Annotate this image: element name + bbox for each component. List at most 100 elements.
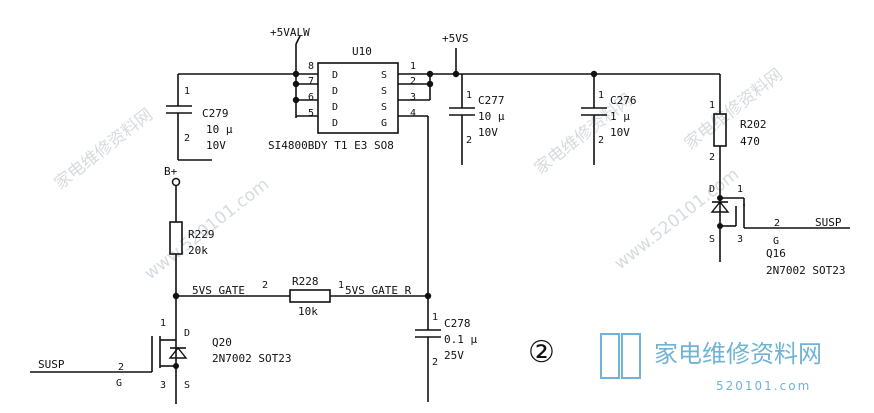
- c276-pin1: 1: [598, 90, 604, 101]
- q20-pin-d: 1: [160, 318, 166, 329]
- u10-pin-8-name: D: [332, 70, 338, 81]
- q20-s-label: S: [184, 380, 190, 391]
- junction-vin-2: [292, 80, 300, 88]
- q16-g-label: G: [773, 236, 779, 247]
- r229-ref: R229: [188, 228, 215, 241]
- u10-pin-3-name: S: [381, 102, 387, 113]
- r202-pin1: 1: [709, 100, 715, 111]
- q20-pin-s: 3: [160, 380, 166, 391]
- q20-g-label: G: [116, 378, 122, 389]
- vin-rail: +5VALW: [178, 26, 318, 118]
- q20-ref: Q20: [212, 336, 232, 349]
- u10-pin-8-num: 8: [308, 61, 314, 72]
- q16-pin-d: 1: [737, 184, 743, 195]
- vout-rail: +5VS: [398, 32, 720, 290]
- u10-part: SI4800BDY T1 E3 SO8: [268, 139, 394, 152]
- r202-ref: R202: [740, 118, 767, 131]
- logo-mark-left: [600, 333, 620, 379]
- r229-value: 20k: [188, 244, 208, 257]
- junction-vin-1: [292, 70, 300, 78]
- c279: 1 2 C279 10 µ 10V: [166, 74, 233, 161]
- q16-part: 2N7002 SOT23: [766, 264, 845, 277]
- vout-label: +5VS: [442, 32, 469, 45]
- gate-left-label: 5VS_GATE: [192, 284, 245, 297]
- u10-pin-2-num: 2: [410, 76, 416, 87]
- q16-pin-g: 2: [774, 218, 780, 229]
- c279-ref: C279: [202, 107, 229, 120]
- c279-pin2: 2: [184, 133, 190, 144]
- q20-part: 2N7002 SOT23: [212, 352, 291, 365]
- c278-pin1: 1: [432, 312, 438, 323]
- c278-voltage: 25V: [444, 349, 464, 362]
- r228-value: 10k: [298, 305, 318, 318]
- c278: 1 2 C278 0.1 µ 25V: [415, 296, 477, 402]
- u10-ref: U10: [352, 45, 372, 58]
- q16-s-label: S: [709, 234, 715, 245]
- gate-right-label: 5VS_GATE_R: [345, 284, 412, 297]
- logo-brand-text: 家电维修资料网: [654, 340, 822, 368]
- junction-vout-2: [426, 80, 434, 88]
- u10-pin-6-num: 6: [308, 92, 314, 103]
- watermark-layer: 家电维修资料网 www.520101.com 家电维修资料网 www.52010…: [51, 65, 787, 284]
- r228-pin-right: 1: [338, 280, 344, 291]
- bplus-label: B+: [164, 165, 178, 178]
- c278-pin2: 2: [432, 357, 438, 368]
- c277-pin2: 2: [466, 135, 472, 146]
- c278-value: 0.1 µ: [444, 333, 477, 346]
- c279-voltage: 10V: [206, 139, 226, 152]
- r228-pin-left: 2: [262, 280, 268, 291]
- u10-pin-2-name: S: [381, 86, 387, 97]
- r228-body: [289, 289, 331, 303]
- u10-body: [317, 62, 399, 134]
- c277-pin1: 1: [466, 90, 472, 101]
- r228-ref: R228: [292, 275, 319, 288]
- u10-pin-1-name: S: [381, 70, 387, 81]
- q20-net-label: SUSP: [38, 358, 65, 371]
- q16-net-label: SUSP: [815, 216, 842, 229]
- u10-pin-4-num: 4: [410, 108, 416, 119]
- q16-d-label: D: [709, 184, 715, 195]
- u10-pin-3-num: 3: [410, 92, 416, 103]
- c276: 1 2 C276 1 µ 10V: [581, 74, 637, 165]
- u10-pin-6-name: D: [332, 102, 338, 113]
- watermark-logo: 家电维修资料网 520101.com: [600, 333, 822, 393]
- q16-ref: Q16: [766, 247, 786, 260]
- c276-value: 1 µ: [610, 110, 630, 123]
- vin-label: +5VALW: [270, 26, 310, 39]
- junction-vout-3: [452, 70, 460, 78]
- u10-pin-5-num: 5: [308, 108, 314, 119]
- r202-value: 470: [740, 135, 760, 148]
- q16: D S 1 3 2 G SUSP Q16 2N7002 SOT23: [709, 184, 850, 277]
- q20: D S 1 3 2 G SUSP Q20 2N7002 SOT23: [30, 296, 291, 404]
- q16-diode: [710, 200, 730, 213]
- u10-pin-4-name: G: [381, 118, 387, 129]
- gate-net: 5VS_GATE 2 R228 10k 1 5VS_GATE_R: [172, 275, 432, 318]
- u10-chip: U10 SI4800BDY T1 E3 SO8 8 7 6 5 D D D D …: [268, 45, 416, 152]
- bplus-terminal: [171, 177, 181, 187]
- logo-url-text: 520101.com: [716, 379, 811, 393]
- c277: 1 2 C277 10 µ 10V: [449, 74, 505, 165]
- u10-pin-5-name: D: [332, 118, 338, 129]
- watermark-brand-3: 家电维修资料网: [681, 65, 787, 154]
- q20-diode: [168, 346, 188, 359]
- u10-pin-7-name: D: [332, 86, 338, 97]
- c277-voltage: 10V: [478, 126, 498, 139]
- q16-pin-s: 3: [737, 234, 743, 245]
- r202: 1 2 R202 470: [709, 74, 767, 198]
- c279-pin1: 1: [184, 86, 190, 97]
- vin-arrow-wire: [295, 35, 301, 45]
- c277-ref: C277: [478, 94, 505, 107]
- u10-pin-1-num: 1: [410, 61, 416, 72]
- junction-vin-3: [292, 96, 300, 104]
- c279-value: 10 µ: [206, 123, 233, 136]
- watermark-brand-1: 家电维修资料网: [51, 105, 157, 194]
- c276-voltage: 10V: [610, 126, 630, 139]
- q20-source-dot: [173, 363, 179, 369]
- q20-d-label: D: [184, 328, 190, 339]
- c276-pin2: 2: [598, 135, 604, 146]
- c278-ref: C278: [444, 317, 471, 330]
- r202-pin2: 2: [709, 152, 715, 163]
- c276-ref: C276: [610, 94, 637, 107]
